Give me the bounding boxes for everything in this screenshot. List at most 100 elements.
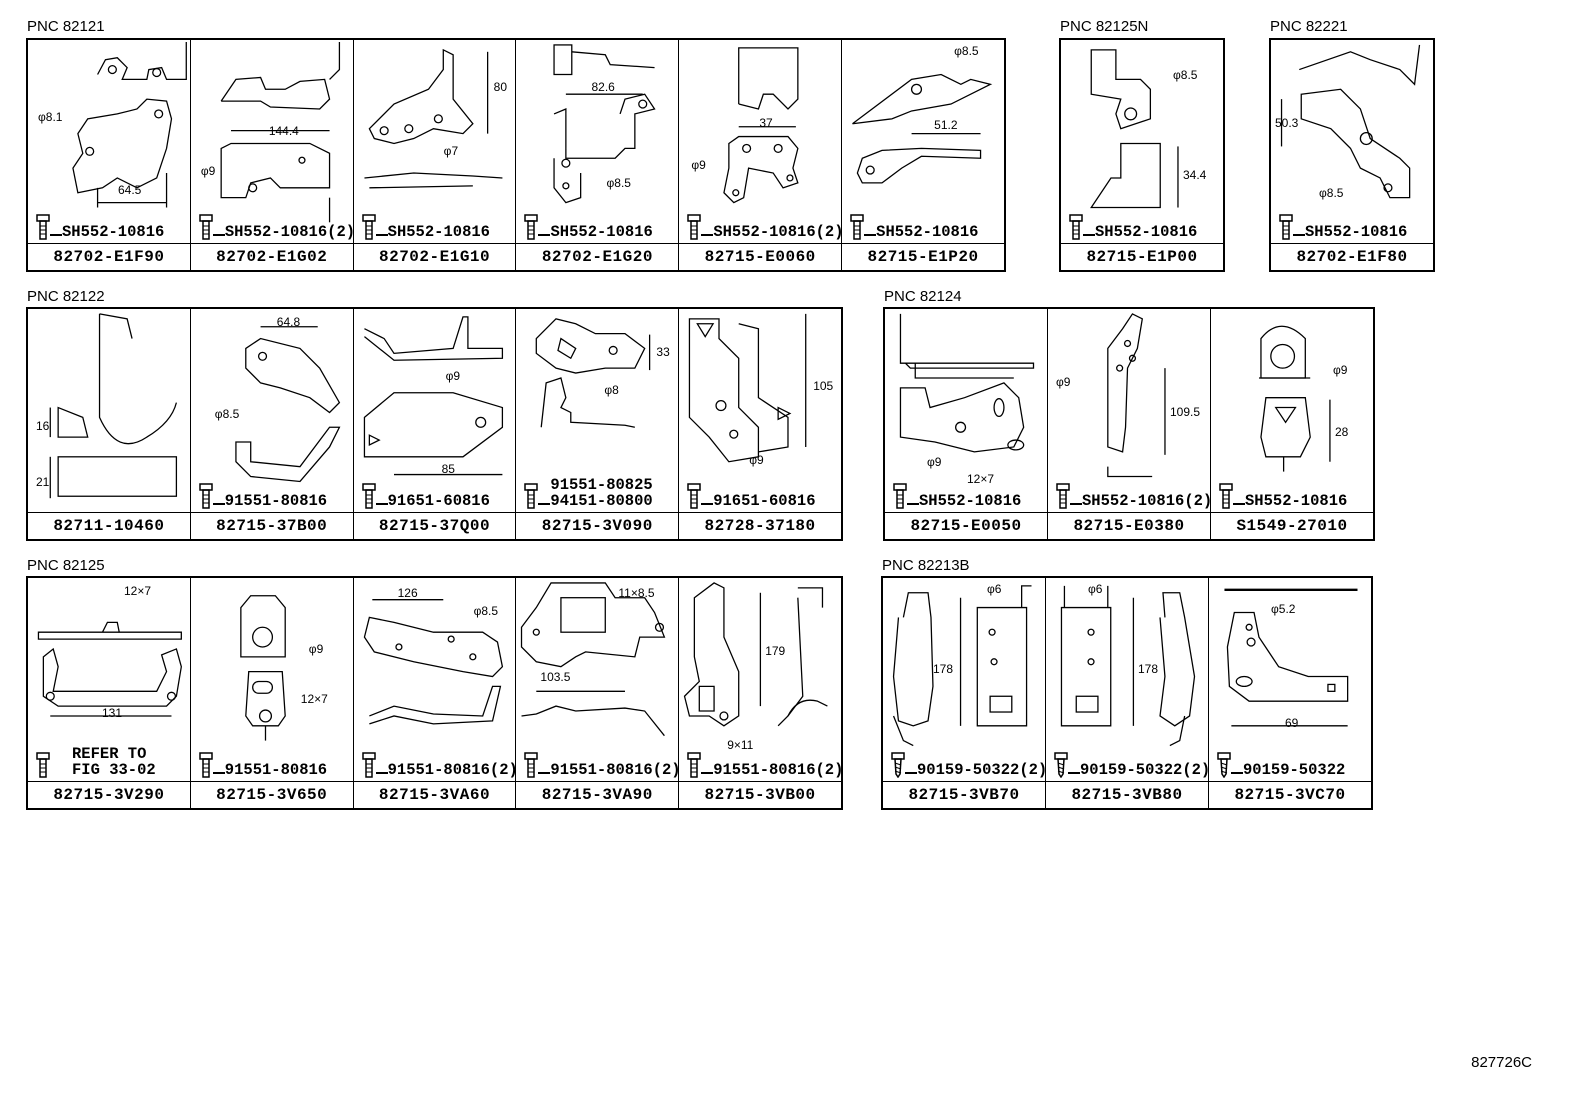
part-cell[interactable]: φ8.5 51.2 SH552-10816 82715-E1P20 [842, 40, 1004, 270]
dimension-label: 33 [656, 345, 670, 359]
bolt-part-number: 90159-50322(2) [1080, 761, 1209, 779]
bolt-callout: SH552-10816 [36, 214, 164, 240]
part-cell[interactable]: φ9 12×7 91551-80816 82715-3V650 [190, 578, 354, 808]
dimension-label: 12×7 [124, 584, 152, 598]
part-number[interactable]: 82715-3VC70 [1209, 781, 1371, 808]
part-cell[interactable]: φ6 178 90159-50322(2) 82715-3VB80 [1046, 578, 1209, 808]
part-number[interactable]: 82715-E0050 [885, 512, 1047, 539]
part-cell[interactable]: φ8.1 64.5 SH552-10816 82702-E1F90 [28, 40, 191, 270]
bolt-icon [850, 214, 864, 240]
pnc-heading: PNC 82221 [1270, 18, 1348, 35]
part-cell[interactable]: φ9 109.5 SH552-10816(2) 82715-E0380 [1048, 309, 1211, 539]
part-cell[interactable]: φ9 12×7 SH552-10816 82715-E0050 [885, 309, 1048, 539]
part-number[interactable]: 82715-E0380 [1048, 512, 1210, 539]
part-cell[interactable]: 179 9×11 91551-80816(2) 82715-3VB00 [679, 578, 841, 808]
part-cell[interactable]: 12×7 131 REFER TO FIG 33-02 82715-3V290 [28, 578, 191, 808]
pnc-heading: PNC 82121 [27, 18, 105, 35]
part-cell[interactable]: φ8.5 34.4 SH552-10816 82715-E1P00 [1061, 40, 1223, 270]
dimension-label: φ6 [1088, 582, 1103, 596]
part-number[interactable]: 82702-E1G20 [516, 243, 679, 270]
bolt-callout: SH552-10816 [893, 483, 1021, 509]
part-cell[interactable]: 16 21 82711-10460 [28, 309, 191, 539]
bolt-icon [1069, 214, 1083, 240]
bracket-drawing [28, 578, 190, 781]
bolt-callout: 91551-80816 [199, 483, 327, 509]
dimension-label: 9×11 [727, 738, 754, 752]
bracket-drawing [516, 309, 678, 512]
part-number[interactable]: 82715-3V090 [516, 512, 679, 539]
bolt-icon [1279, 214, 1293, 240]
part-number[interactable]: 82715-3VB00 [679, 781, 841, 808]
part-cell[interactable]: 144.4 φ9 SH552-10816(2) 82702-E1G02 [190, 40, 354, 270]
bolt-part-number: 91551-80816 [224, 761, 328, 779]
part-cell[interactable]: φ6 178 90159-50322(2) 82715-3VB70 [883, 578, 1046, 808]
dimension-label: φ9 [749, 453, 764, 467]
part-number[interactable]: 82715-E0060 [679, 243, 842, 270]
pnc-heading: PNC 82125 [27, 557, 105, 574]
part-cell[interactable]: 64.8 φ8.5 91551-80816 82715-37B00 [190, 309, 354, 539]
part-number[interactable]: 82715-3V290 [28, 781, 190, 808]
bolt-icon [687, 752, 701, 778]
part-number[interactable]: 82715-3VA60 [353, 781, 516, 808]
bolt-part-number: 91551-80816(2) [550, 761, 680, 779]
bracket-drawing [883, 578, 1045, 781]
part-number[interactable]: 82715-3V650 [190, 781, 353, 808]
part-cell[interactable]: 82.6 φ8.5 SH552-10816 82702-E1G20 [516, 40, 680, 270]
dimension-label: φ8.1 [38, 110, 63, 124]
part-number[interactable]: 82715-37Q00 [353, 512, 516, 539]
bolt-part-number-1: 91551-80825 [550, 476, 653, 494]
dimension-label: φ8.5 [1319, 186, 1344, 200]
bolt-callout: SH552-10816 [1279, 214, 1407, 240]
part-number[interactable]: 82715-3VA90 [516, 781, 679, 808]
parts-group-82121: φ8.1 64.5 SH552-10816 82702-E1F90 144.4 … [26, 38, 1006, 272]
part-number[interactable]: 82702-E1F80 [1271, 243, 1433, 270]
part-number[interactable]: 82702-E1G10 [353, 243, 516, 270]
dimension-label: 178 [1138, 662, 1159, 676]
dimension-label: 144.4 [268, 124, 299, 138]
part-number[interactable]: 82715-3VB80 [1046, 781, 1208, 808]
part-number[interactable]: 82715-37B00 [190, 512, 353, 539]
dimension-label: 126 [397, 586, 418, 600]
bolt-part-number: SH552-10816 [550, 223, 653, 241]
dimension-label: 12×7 [300, 692, 328, 706]
part-number[interactable]: 82715-E1P20 [842, 243, 1004, 270]
bracket-drawing [354, 309, 516, 512]
part-cell[interactable]: φ9 28 SH552-10816 S1549-27010 [1211, 309, 1373, 539]
part-number[interactable]: 82715-E1P00 [1061, 243, 1223, 270]
dimension-label: φ9 [1056, 375, 1071, 389]
refer-to-note: REFER TO FIG 33-02 [72, 745, 156, 779]
dimension-label: 34.4 [1183, 168, 1207, 182]
part-cell[interactable]: 105 φ9 91651-60816 82728-37180 [679, 309, 841, 539]
bolt-icon [361, 214, 376, 240]
part-cell[interactable]: 126 φ8.5 91551-80816(2) 82715-3VA60 [353, 578, 517, 808]
bracket-drawing [354, 40, 516, 243]
part-cell[interactable]: 37 φ9 SH552-10816(2) 82715-E0060 [679, 40, 843, 270]
dimension-label: 69 [1285, 716, 1299, 730]
part-number[interactable]: 82711-10460 [28, 512, 190, 539]
bracket-drawing [679, 309, 841, 512]
dimension-label: 80 [493, 80, 508, 94]
part-number[interactable]: 82728-37180 [679, 512, 841, 539]
part-number[interactable]: 82715-3VB70 [883, 781, 1045, 808]
dimension-label: 85 [441, 462, 455, 476]
bracket-drawing [191, 40, 353, 243]
bolt-icon [361, 752, 376, 778]
part-number[interactable]: S1549-27010 [1211, 512, 1373, 539]
part-cell[interactable]: φ5.2 69 90159-50322 82715-3VC70 [1209, 578, 1371, 808]
dimension-label: 82.6 [591, 80, 615, 94]
dimension-label: 178 [933, 662, 954, 676]
bolt-part-number: SH552-10816 [919, 492, 1022, 510]
part-cell[interactable]: 80 φ7 SH552-10816 82702-E1G10 [353, 40, 517, 270]
bolt-icon [36, 214, 50, 240]
part-cell[interactable]: 11×8.5 103.5 91551-80816(2) 82715-3VA90 [516, 578, 680, 808]
part-cell[interactable]: φ9 85 91651-60816 82715-37Q00 [353, 309, 517, 539]
bolt-callout: SH552-10816 [850, 214, 978, 240]
bolt-callout: 91551-80816(2) [361, 752, 515, 778]
part-number[interactable]: 82702-E1G02 [190, 243, 353, 270]
dimension-label: 28 [1335, 425, 1349, 439]
bracket-drawing [679, 40, 841, 243]
dimension-label: 50.3 [1275, 116, 1299, 130]
part-cell[interactable]: 50.3 φ8.5 SH552-10816 82702-E1F80 [1271, 40, 1433, 270]
part-number[interactable]: 82702-E1F90 [28, 243, 190, 270]
